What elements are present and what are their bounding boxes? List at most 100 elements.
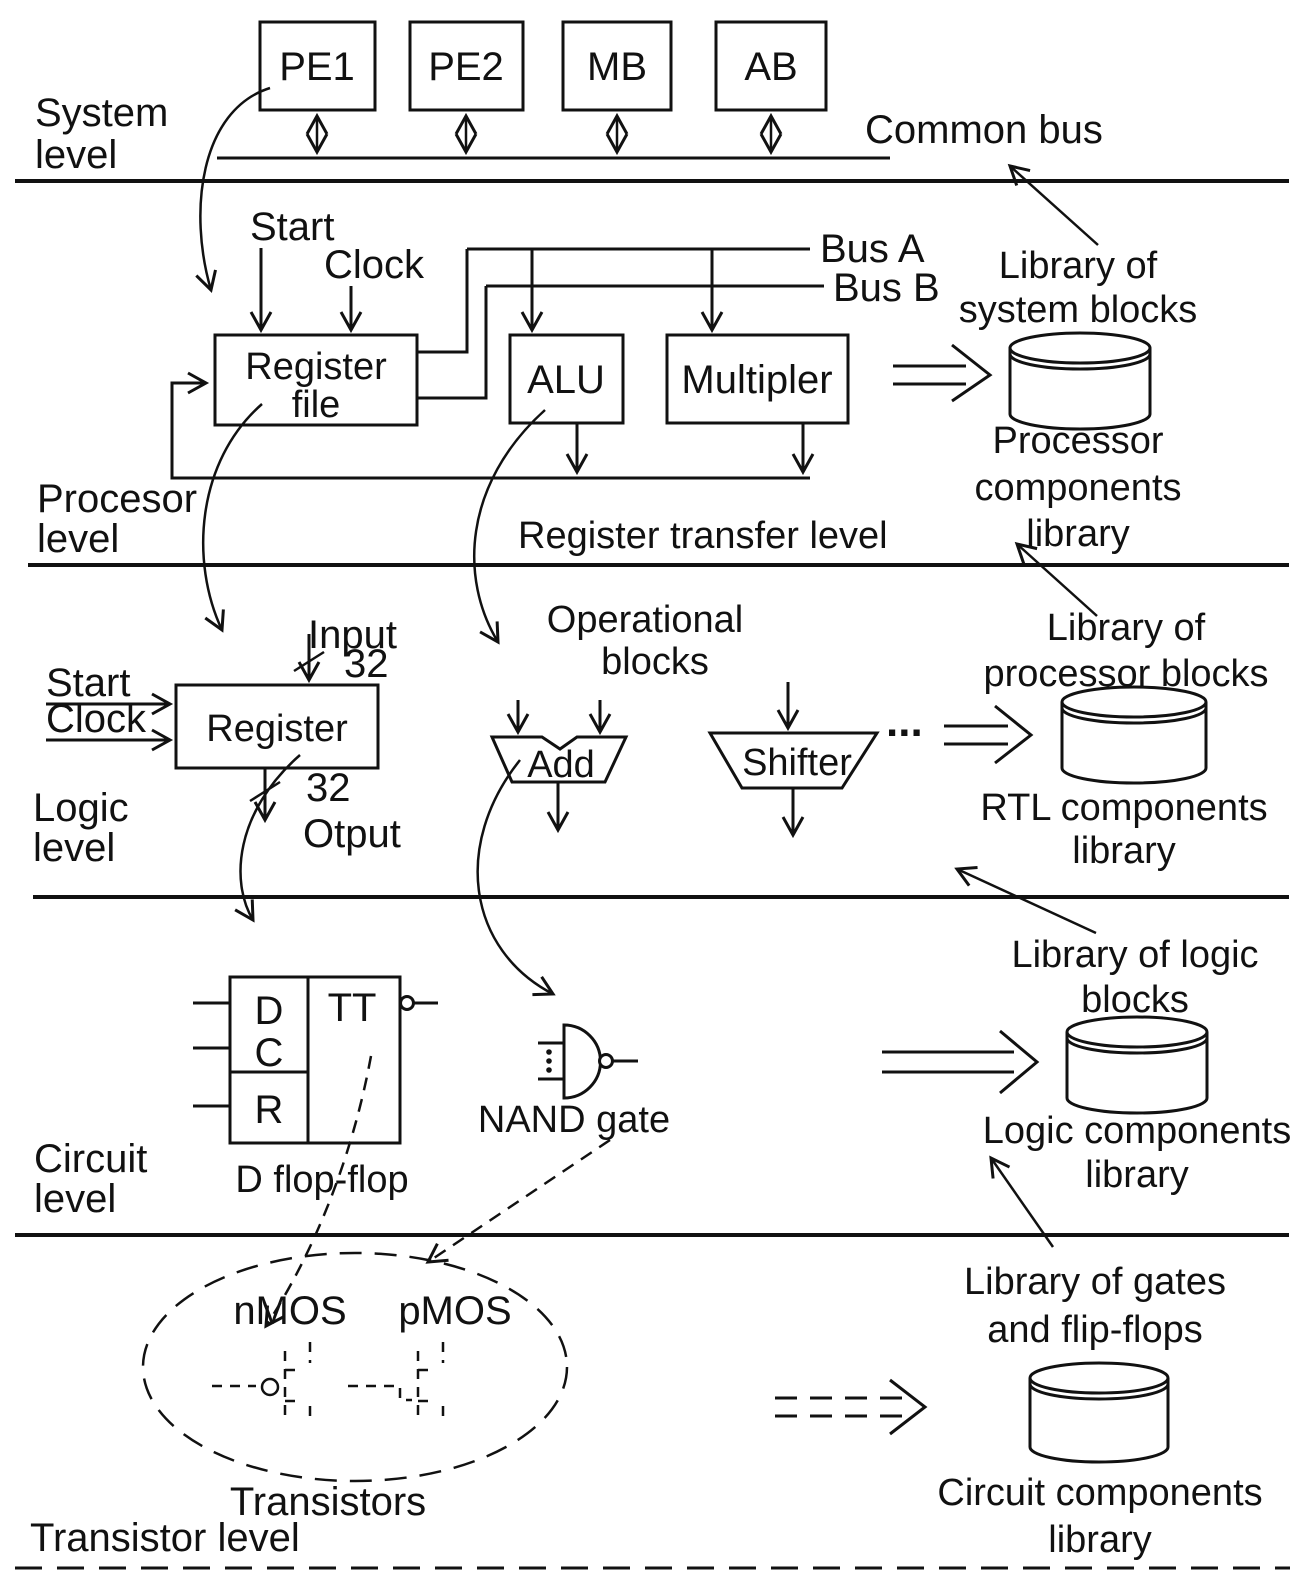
circuit-components-library-line2: library [1048, 1519, 1151, 1561]
bus-a-label: Bus A [820, 227, 925, 271]
cylinder-rim [1028, 1383, 1170, 1401]
rtl-components-library-group: Library of processor blocks RTL componen… [944, 541, 1269, 872]
register-file-to-bus-b [417, 286, 488, 400]
ab-box [714, 20, 828, 112]
pmos-label: pMOS [398, 1289, 511, 1333]
library-of-system-blocks-line1: Library of [999, 245, 1158, 287]
transistor-double-arrow-head [889, 1378, 928, 1436]
nand-gate-body [562, 1023, 602, 1100]
alu-label: ALU [527, 358, 605, 402]
shifter-block-shape [707, 731, 880, 790]
add-label: Add [527, 744, 595, 786]
register-file-label-line1: Register [245, 346, 387, 388]
operational-blocks-caption-line2: blocks [601, 641, 709, 683]
library-of-logic-blocks-line2: blocks [1081, 979, 1189, 1021]
system-level-section: System level PE1 PE2 MB AB Common bus [35, 20, 1103, 293]
flipflop-pin-d: D [255, 989, 284, 1033]
library-of-gates-line1: Library of gates [964, 1261, 1226, 1303]
cylinder-top [1008, 331, 1152, 365]
library-of-processor-blocks-line1: Library of [1047, 607, 1206, 649]
register-label: Register [206, 708, 348, 750]
database-cylinder-icon [1028, 1361, 1170, 1464]
flipflop-pin-r: R [255, 1088, 284, 1132]
logic-components-library-line1: Logic components [983, 1110, 1291, 1152]
processor-level-label-line1: Procesor [37, 477, 197, 521]
circuit-level-label-line2: level [34, 1177, 116, 1221]
cylinder-rim [1060, 707, 1208, 725]
logic-components-library-line2: library [1085, 1154, 1188, 1196]
processor-components-library-line3: library [1026, 513, 1129, 555]
transistors-dashed-ellipse [141, 1251, 569, 1483]
multiplier-label: Multipler [681, 358, 832, 402]
add-to-circuit-curve-arrow [476, 759, 556, 997]
nmos-label: nMOS [233, 1289, 346, 1333]
library-of-gates-line2: and flip-flops [987, 1309, 1202, 1351]
nand-input-dot1 [546, 1049, 552, 1055]
output-bus-width-slash [249, 780, 281, 803]
nand-to-transistor-dashed-arrow [425, 1138, 611, 1264]
processor-level-label-line2: level [37, 517, 119, 561]
processor-level-section: Procesor level Start Clock Register file… [37, 163, 1198, 645]
input-width-label: 32 [344, 642, 389, 686]
nand-input-dot3 [546, 1067, 552, 1073]
database-cylinder-icon [1065, 1015, 1209, 1115]
register-to-circuit-curve-arrow [234, 754, 301, 923]
register-transfer-level-caption: Register transfer level [518, 515, 888, 557]
library-of-logic-blocks-line1: Library of logic [1011, 934, 1258, 976]
logic-level-label-line2: level [33, 826, 115, 870]
cylinder-rim [1008, 353, 1152, 371]
shifter-label: Shifter [742, 742, 852, 784]
bus-b-label: Bus B [833, 266, 940, 310]
pe2-box [408, 20, 525, 112]
nmos-source [285, 1399, 312, 1424]
register-file-to-logic-curve-arrow [202, 403, 263, 633]
flipflop-pin-c: C [255, 1031, 284, 1075]
rtl-double-arrow-head [994, 704, 1034, 765]
input-label: Input [308, 613, 397, 657]
circuit-components-library-group: Library of gates and flip-flops Circuit … [775, 1155, 1263, 1561]
logic-components-library-group: Library of logic blocks Logic components… [882, 865, 1291, 1196]
more-blocks-ellipsis: ... [886, 697, 923, 746]
transistors-caption: Transistors [230, 1480, 426, 1524]
operational-blocks-caption-line1: Operational [547, 599, 743, 641]
add-block-shape [489, 735, 629, 784]
library-note-arrow-to-processor-library [1014, 541, 1098, 617]
flipflop-caption: D flop-flop [235, 1159, 408, 1201]
register-file-label-line2: file [292, 384, 341, 426]
common-bus-label: Common bus [865, 108, 1103, 152]
alu-box [508, 333, 625, 425]
nand-input-dot2 [546, 1058, 552, 1064]
rtl-components-library-line2: library [1072, 830, 1175, 872]
processor-components-library-group: Library of system blocks Processor compo… [893, 163, 1198, 555]
cylinder-rim [1065, 1037, 1209, 1055]
circuit-level-label-line1: Circuit [34, 1137, 147, 1181]
system-level-label-line1: System [35, 91, 168, 135]
nand-gate-symbol: NAND gate [478, 1023, 670, 1141]
circuit-level-section: Circuit level D C R TT D flop-flop [34, 865, 1291, 1329]
logic-clock-label: Clock [46, 697, 147, 741]
pe2-label: PE2 [428, 45, 504, 89]
pmos-drain [418, 1342, 445, 1372]
pmos-transistor-icon [348, 1342, 445, 1424]
input-bus-width-slash [293, 650, 325, 673]
output-width-label: 32 [306, 766, 351, 810]
nand-inverter-bubble [598, 1053, 614, 1069]
cylinder-top [1028, 1361, 1170, 1395]
output-label: Otput [303, 812, 401, 856]
nmos-drain [285, 1342, 312, 1372]
pmos-gate-lead [348, 1384, 412, 1402]
feedback-line-to-register-file [170, 371, 810, 480]
circuit-components-library-line1: Circuit components [937, 1472, 1262, 1514]
nmos-gate-bubble [260, 1377, 280, 1397]
rtl-components-library-line1: RTL components [980, 787, 1267, 829]
pmos-source [418, 1399, 445, 1424]
processor-components-library-line1: Processor [992, 420, 1163, 462]
cylinder-top [1060, 685, 1208, 719]
mb-box [561, 20, 673, 112]
alu-to-logic-curve-arrow [473, 409, 546, 645]
mb-label: MB [587, 45, 647, 89]
library-of-system-blocks-line2: system blocks [959, 289, 1198, 331]
system-level-label-line2: level [35, 133, 117, 177]
library-note-arrow-to-system-level [1007, 163, 1099, 246]
